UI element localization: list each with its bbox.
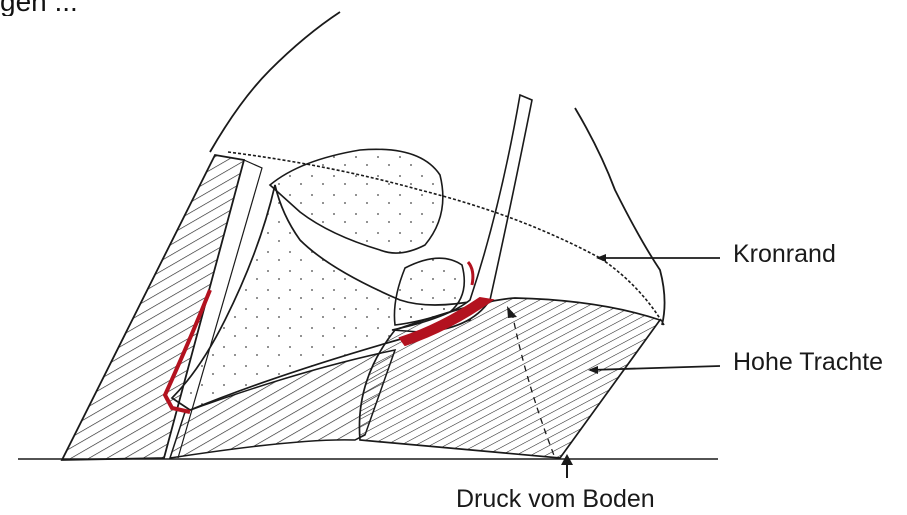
label-kronrand: Kronrand: [733, 240, 836, 269]
pastern-outline: [210, 12, 340, 152]
label-hohe-trachte: Hohe Trachte: [733, 348, 883, 377]
arrow-up-icon: [561, 454, 573, 478]
label-druck-vom-boden: Druck vom Boden: [456, 485, 655, 514]
red-corium-mark: [468, 262, 473, 285]
pastern-outline-rear: [575, 108, 665, 325]
